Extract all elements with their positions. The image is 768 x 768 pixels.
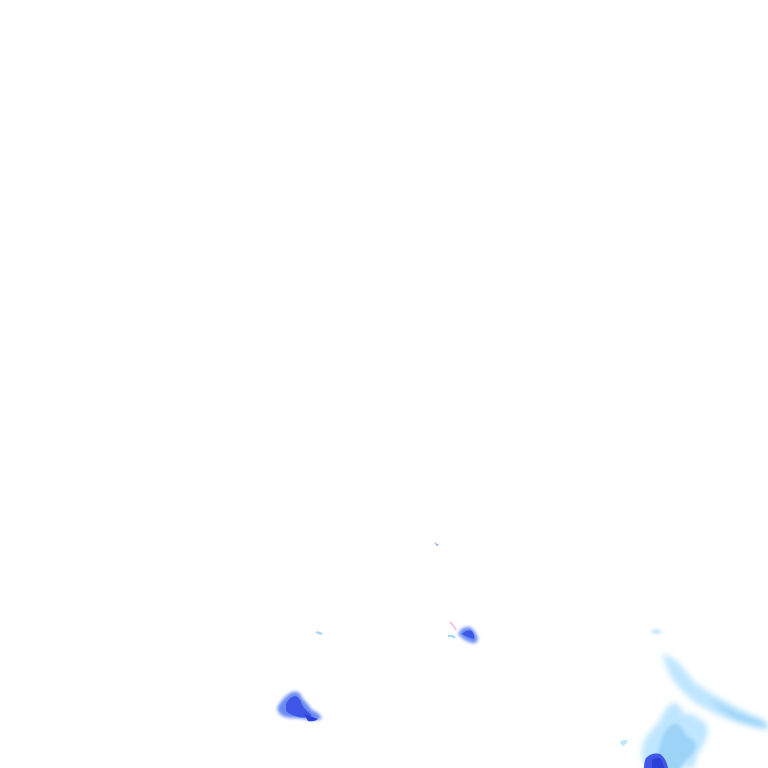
precip-speck xyxy=(650,629,662,634)
precip-cell xyxy=(277,691,322,722)
precip-speck xyxy=(315,631,323,635)
precip-speck xyxy=(434,542,439,546)
precip-cluster xyxy=(620,702,708,768)
precip-cell xyxy=(447,621,478,644)
precip-band xyxy=(662,654,768,730)
